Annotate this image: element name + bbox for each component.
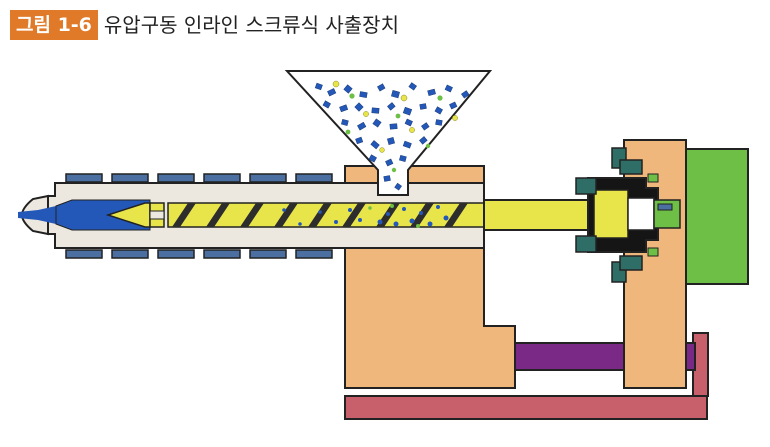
ram-end [593,189,629,239]
check-ring-gap [149,210,165,220]
pellets-green [368,204,420,228]
ram-shaft [483,199,605,231]
figure-caption: 그림 1-6 유압구동 인라인 스크류식 사출장치 [10,10,399,40]
flange-lower [575,235,643,283]
figure-label: 그림 1-6 [10,10,98,40]
hopper-pellets [314,82,470,191]
hopper-pellets-green [345,93,443,173]
base-plate [344,395,708,420]
hydraulic-cylinder [685,148,749,285]
hopper [284,70,493,196]
pellets-in-barrel [282,205,449,227]
seal-rings [647,173,659,257]
hopper-pellets-yellow [332,80,458,153]
coupling-gap [627,197,655,231]
nozzle-melt [18,206,56,224]
figure-title: 유압구동 인라인 스크류식 사출장치 [103,13,399,37]
heater-bands-top [65,173,333,183]
flange-upper [575,147,643,195]
melt-pool [55,199,151,231]
heater-bands-bottom [65,249,333,259]
piston-seal [657,203,673,211]
